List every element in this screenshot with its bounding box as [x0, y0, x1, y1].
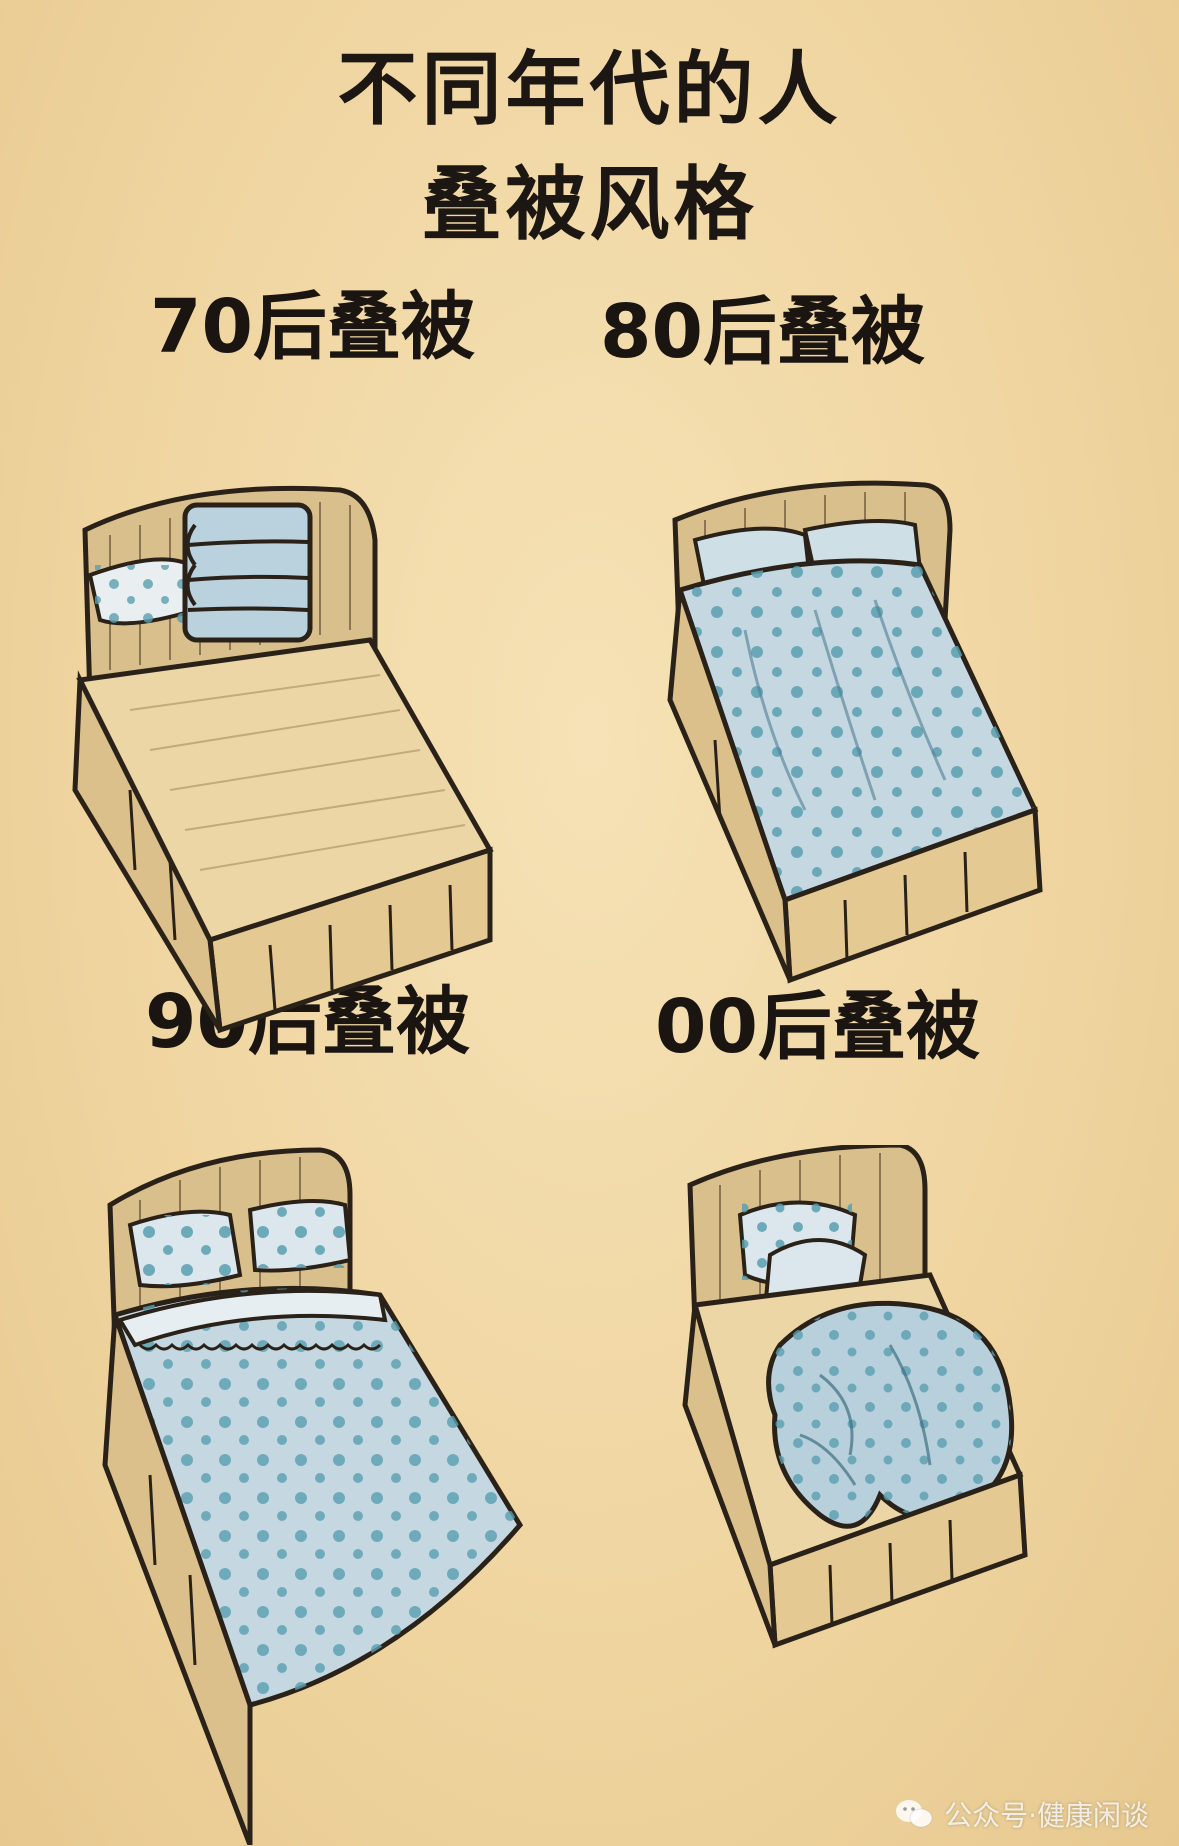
- panel-label-00s: 00后叠被: [655, 984, 980, 1070]
- wechat-icon: [896, 1800, 933, 1828]
- bed-illustration-90s: [102, 1147, 524, 1845]
- bed-illustration-70s: [72, 485, 494, 1034]
- panel-label-70s: 70后叠被: [150, 284, 475, 370]
- bed-illustration-00s: [682, 1145, 1028, 1649]
- poster-title-line-1: 不同年代的人: [337, 43, 842, 136]
- bed-illustration-80s: [667, 480, 1043, 984]
- watermark-text: 公众号·健康闲谈: [944, 1799, 1149, 1832]
- watermark: 公众号·健康闲谈: [894, 1794, 1149, 1834]
- panel-label-80s: 80后叠被: [600, 289, 925, 375]
- poster-title-line-2: 叠被风格: [421, 158, 758, 251]
